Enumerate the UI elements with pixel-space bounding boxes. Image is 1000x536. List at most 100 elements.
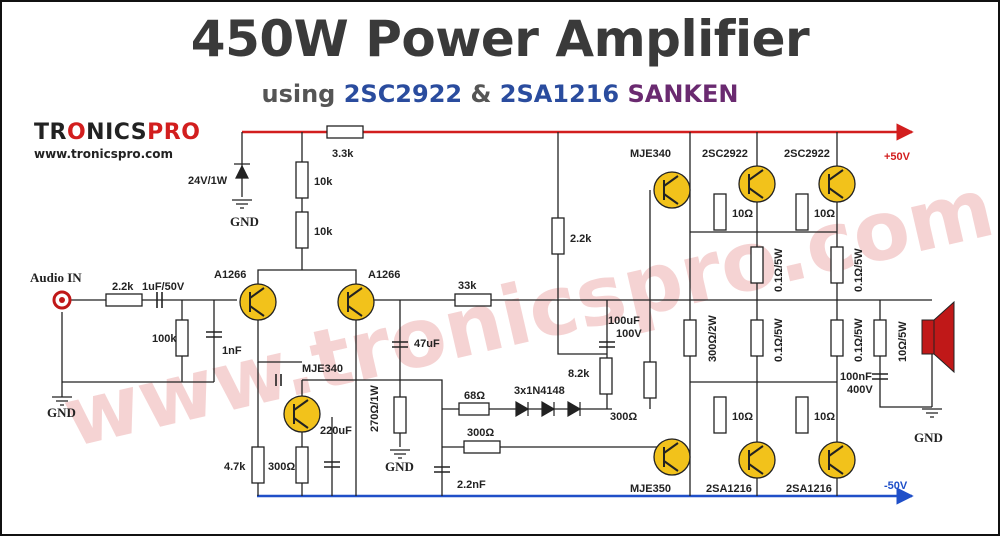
label-2-2k-mid: 2.2k — [570, 233, 592, 245]
resistor-0-1-b — [830, 246, 844, 284]
logo-part-b: O — [66, 120, 87, 145]
resistor-2-2k-input — [105, 293, 143, 307]
label-a1266-right: A1266 — [368, 269, 400, 281]
resistor-0-1-d — [830, 319, 844, 357]
label-10-5w: 10Ω/5W — [897, 321, 909, 362]
label-gnd-270: GND — [385, 459, 414, 474]
capacitor-220uf — [324, 461, 340, 468]
label-gnd-input: GND — [47, 405, 76, 420]
resistor-10-c — [713, 396, 727, 434]
label-100v: 100V — [616, 328, 642, 340]
page-subtitle: using 2SC2922 & 2SA1216 SANKEN — [2, 80, 998, 108]
label-10-d: 10Ω — [814, 411, 835, 423]
capacitor-100uf — [599, 341, 615, 348]
logo-part-d: PRO — [147, 120, 201, 145]
label-2sc2922-a: 2SC2922 — [702, 148, 748, 160]
transistor-2sa1216-b — [818, 441, 856, 479]
component-labels: Audio IN GND GND GND GND 24V/1W 3.3k 10k… — [30, 148, 943, 495]
transistor-mje340-vas — [283, 395, 321, 433]
label-1uf: 1uF/50V — [142, 281, 185, 293]
label-a1266-left: A1266 — [214, 269, 246, 281]
capacitor-1uf — [156, 292, 163, 308]
label-audio-in: Audio IN — [30, 270, 82, 285]
label-10-b: 10Ω — [814, 208, 835, 220]
resistor-10-d — [795, 396, 809, 434]
label-270: 270Ω/1W — [369, 385, 381, 432]
label-300-2w: 300Ω/2W — [707, 315, 719, 362]
capacitor-47uf — [392, 341, 408, 348]
label-2-2k-input: 2.2k — [112, 281, 134, 293]
label-2-2nf: 2.2nF — [457, 479, 486, 491]
page-title: 450W Power Amplifier — [190, 10, 810, 68]
resistor-3-3k-top — [326, 125, 364, 139]
label-mje350: MJE350 — [630, 483, 671, 495]
label-47uf: 47uF — [414, 338, 440, 350]
label-0-1-b: 0.1Ω/5W — [853, 248, 865, 292]
transistor-2sc2922-a — [738, 165, 776, 203]
capacitor-small-bias — [275, 374, 282, 386]
label-100k: 100k — [152, 333, 177, 345]
zener-diode — [234, 163, 250, 179]
label-300-bias: 300Ω — [610, 411, 637, 423]
resistors — [105, 125, 887, 484]
label-300-lo: 300Ω — [268, 461, 295, 473]
resistor-4-7k — [251, 446, 265, 484]
label-68: 68Ω — [464, 390, 485, 402]
ground-symbols — [52, 199, 942, 459]
capacitor-1nf — [206, 331, 222, 338]
label-10-c: 10Ω — [732, 411, 753, 423]
resistor-300-lo — [295, 446, 309, 484]
label-0-1-d: 0.1Ω/5W — [853, 318, 865, 362]
rail-pos-label: +50V — [884, 151, 911, 163]
resistor-10k-b — [295, 211, 309, 249]
label-10k-a: 10k — [314, 176, 333, 188]
logo-part-a: TR — [34, 120, 67, 145]
resistor-300-mid — [463, 440, 501, 454]
resistor-2-2k-mid — [551, 217, 565, 255]
resistor-8-2k — [599, 357, 613, 395]
label-300-mid: 300Ω — [467, 427, 494, 439]
subtitle-prefix: using — [261, 80, 344, 108]
resistor-270 — [393, 396, 407, 434]
label-2sa1216-b: 2SA1216 — [786, 483, 832, 495]
resistor-100k — [175, 319, 189, 357]
label-diodes: 3x1N4148 — [514, 385, 565, 397]
label-0-1-c: 0.1Ω/5W — [773, 318, 785, 362]
brand-logo: TRONICSPRO — [34, 120, 200, 145]
label-10-a: 10Ω — [732, 208, 753, 220]
label-10k-b: 10k — [314, 226, 333, 238]
rail-neg-label: -50V — [884, 480, 908, 492]
resistor-10k-a — [295, 161, 309, 199]
capacitor-100nf — [872, 373, 888, 380]
resistor-0-1-a — [750, 246, 764, 284]
subtitle-part-2: 2SA1216 — [499, 80, 620, 108]
label-3-3k: 3.3k — [332, 148, 354, 160]
label-4-7k: 4.7k — [224, 461, 246, 473]
transistor-mje350 — [653, 438, 691, 476]
label-1nf: 1nF — [222, 345, 242, 357]
label-100nf: 100nF — [840, 371, 872, 383]
subtitle-brand: SANKEN — [619, 80, 739, 108]
resistor-0-1-c — [750, 319, 764, 357]
resistor-10-5w — [873, 319, 887, 357]
label-gnd-zener: GND — [230, 214, 259, 229]
label-100uf: 100uF — [608, 315, 640, 327]
subtitle-part-1: 2SC2922 — [343, 80, 463, 108]
watermark-text: www.tronicspro.com — [55, 160, 998, 466]
label-8-2k: 8.2k — [568, 368, 590, 380]
capacitor-2-2nf — [434, 466, 450, 473]
resistor-10-a — [713, 193, 727, 231]
resistor-33k-feedback — [454, 293, 492, 307]
diodes — [234, 163, 582, 418]
label-mje340-drv: MJE340 — [630, 148, 671, 160]
label-2sc2922-b: 2SC2922 — [784, 148, 830, 160]
label-zener: 24V/1W — [188, 175, 228, 187]
logo-url: www.tronicspro.com — [34, 147, 174, 161]
resistor-10-b — [795, 193, 809, 231]
label-2sa1216-a: 2SA1216 — [706, 483, 752, 495]
transistor-mje340-drv — [653, 171, 691, 209]
logo-part-c: NICS — [86, 120, 148, 145]
speaker-icon — [921, 300, 955, 374]
